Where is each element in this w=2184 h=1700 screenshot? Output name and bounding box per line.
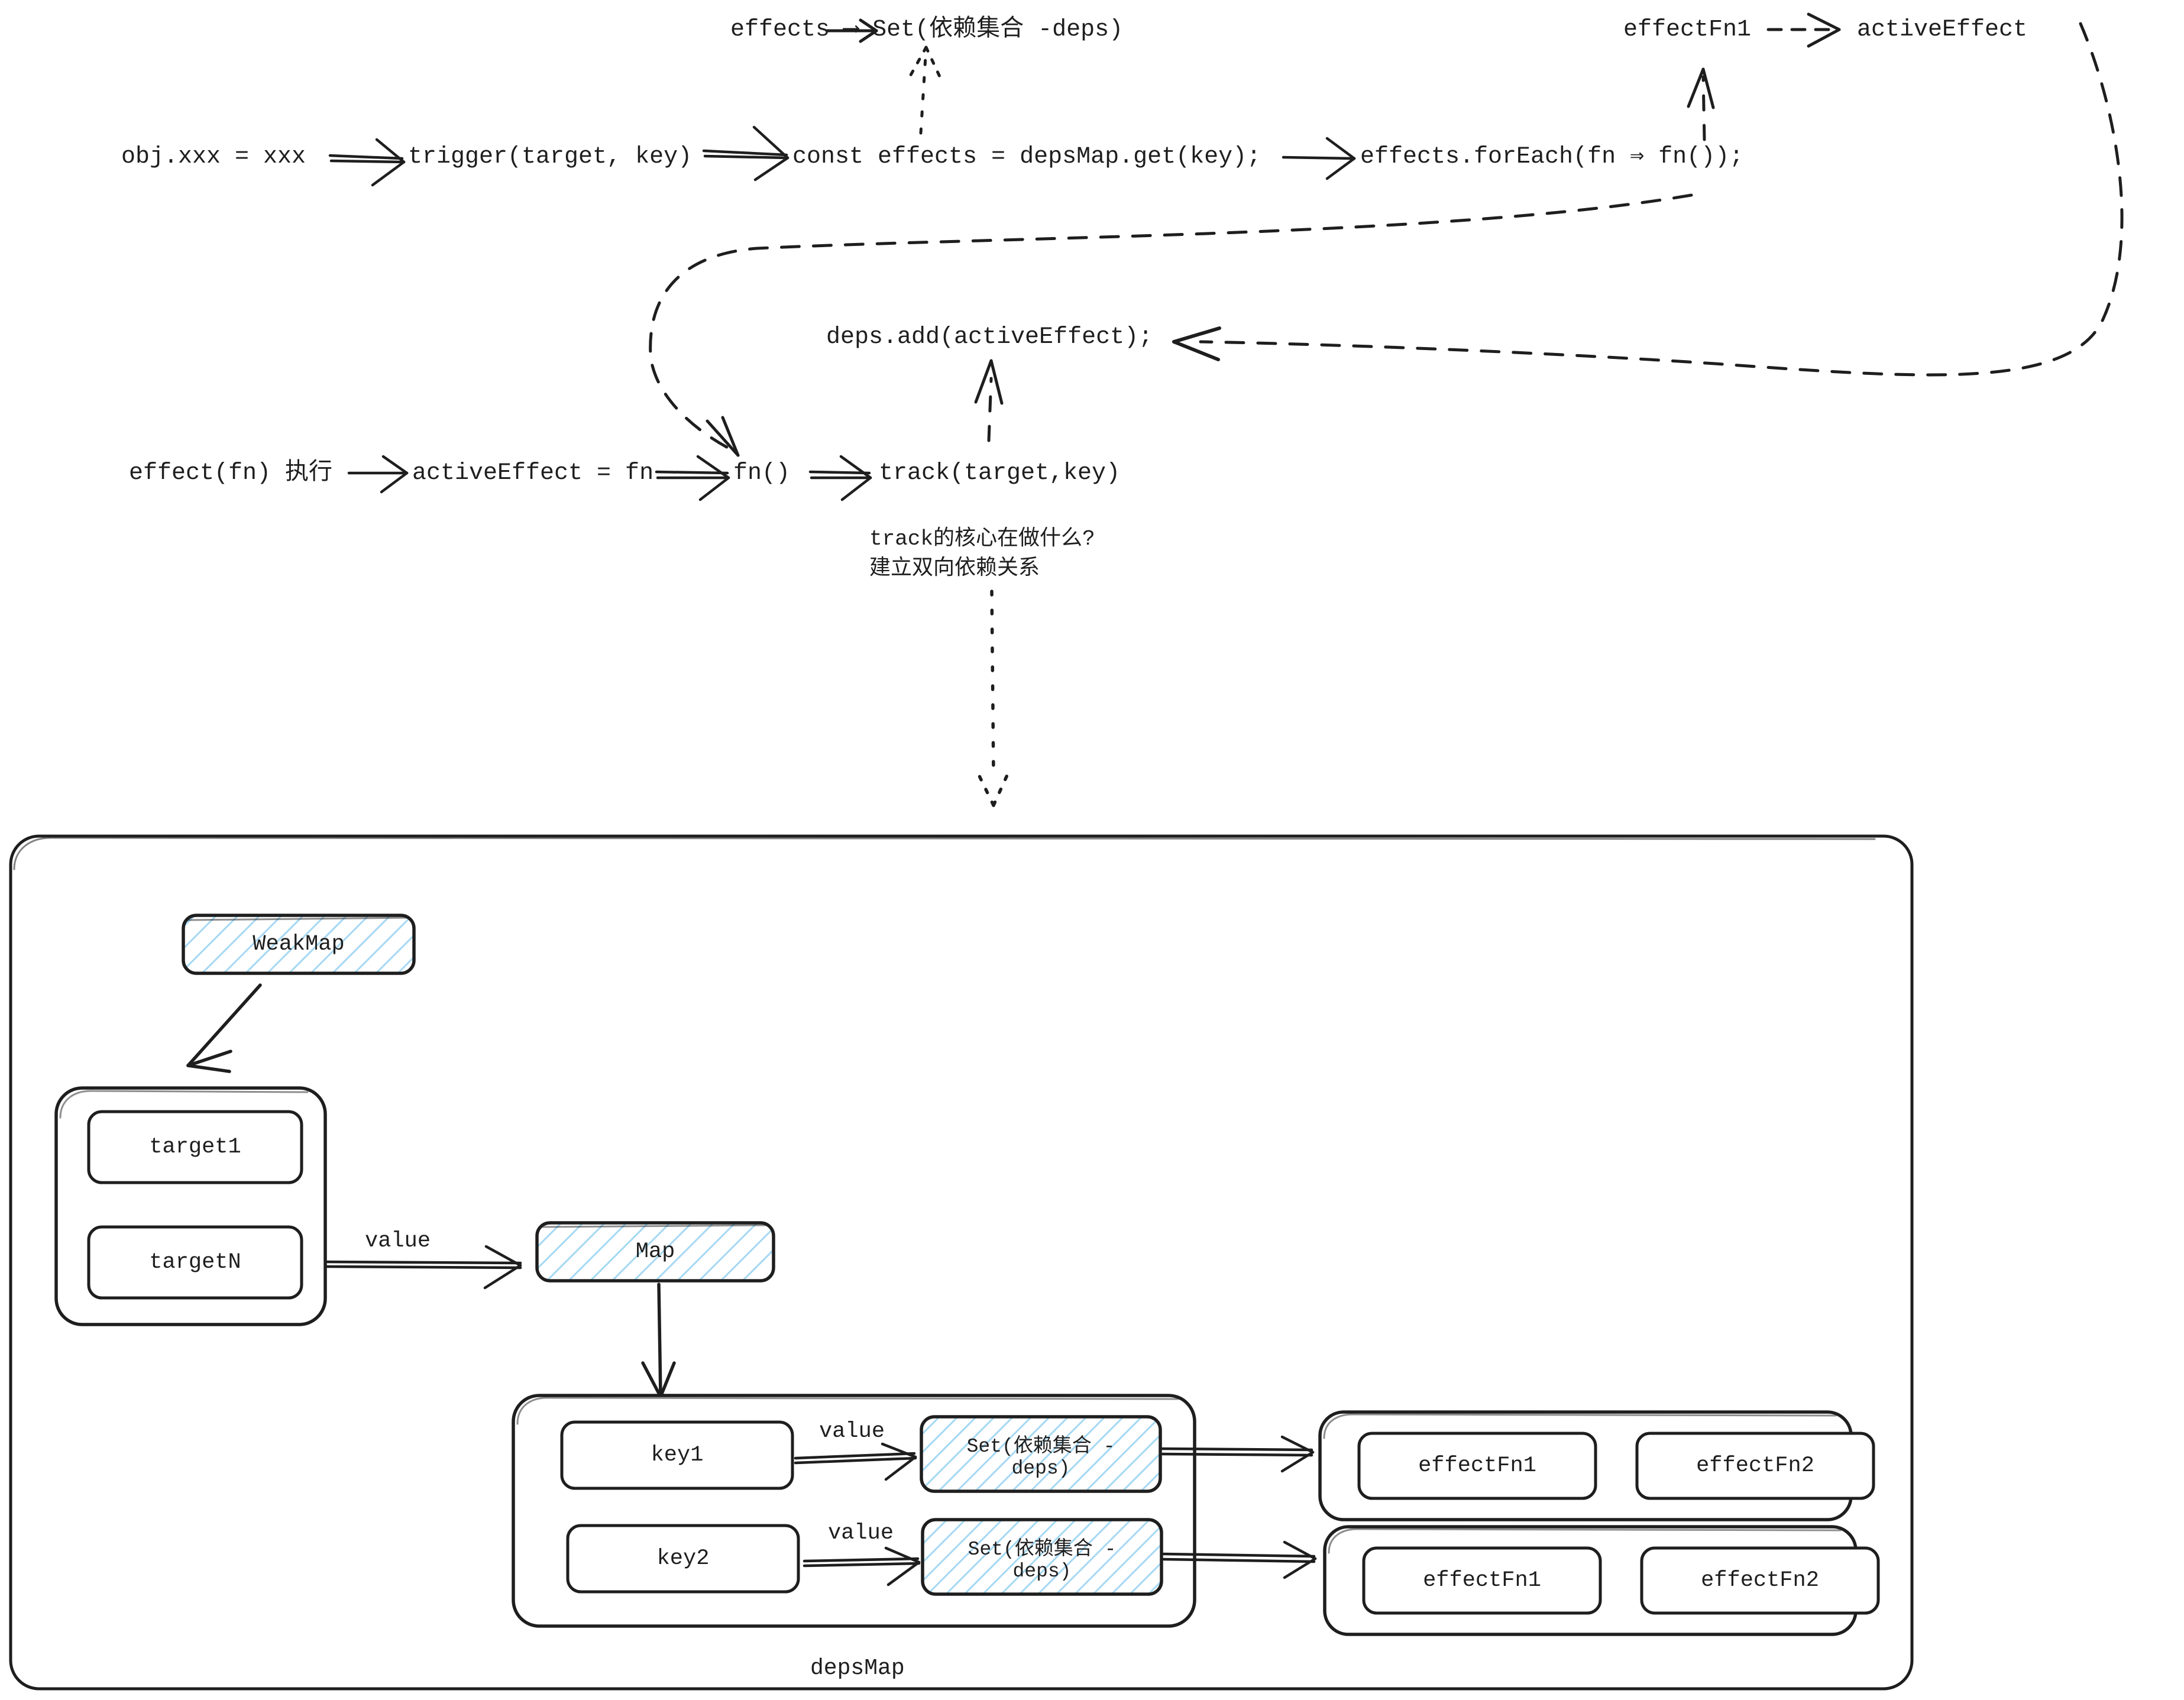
note-effectfn1: effectFn1 bbox=[1623, 17, 1752, 43]
arrowhead-foreach-to-fn bbox=[706, 416, 740, 457]
step-effect-exec: effect(fn) 执行 bbox=[129, 460, 333, 487]
edge-label-value-target: value bbox=[365, 1229, 431, 1254]
arrow-targetn-to-map bbox=[325, 1245, 522, 1290]
dashed-curve-foreach-to-fn bbox=[649, 193, 1693, 451]
note-track-question: track的核心在做什么? bbox=[869, 527, 1095, 551]
dashed-arrow-track-to-depsadd bbox=[987, 377, 993, 442]
arrow-key2-to-set2 bbox=[803, 1546, 921, 1586]
arrowhead-foreach-to-effectfn1 bbox=[1687, 67, 1715, 109]
node-map-rect bbox=[535, 1221, 775, 1283]
dotted-arrow-effects-legend bbox=[919, 46, 928, 135]
step-effects-foreach: effects.forEach(fn ⇒ fn()); bbox=[1360, 144, 1744, 170]
edge-label-value-key2: value bbox=[828, 1521, 894, 1546]
arrow-map-to-depsmap bbox=[641, 1283, 676, 1398]
note-activeeffect: activeEffect bbox=[1857, 17, 2028, 43]
node-targetN-rect bbox=[87, 1225, 303, 1300]
node-key1-rect bbox=[560, 1420, 794, 1490]
arrow-effects-to-set bbox=[826, 18, 878, 43]
note-track-answer: 建立双向依赖关系 bbox=[869, 556, 1040, 581]
node-set1-rect bbox=[920, 1415, 1162, 1493]
arrow-trigger-to-consteffects bbox=[702, 125, 790, 182]
arrowhead-depsadd-left bbox=[1172, 326, 1221, 361]
dotted-arrowhead-note-to-structure bbox=[974, 767, 1012, 807]
step-obj-assign: obj.xxx = xxx bbox=[121, 144, 306, 170]
step-trigger: trigger(target, key) bbox=[408, 144, 693, 170]
arrow-set1-to-effectgroup1 bbox=[1161, 1435, 1315, 1473]
step-track-call: track(target,key) bbox=[879, 460, 1121, 487]
edge-label-value-key1: value bbox=[819, 1419, 885, 1444]
arrow-obj-to-trigger bbox=[328, 138, 406, 187]
arrow-key1-to-set1 bbox=[794, 1442, 917, 1481]
node-target1-rect bbox=[87, 1110, 303, 1184]
node-key2-rect bbox=[566, 1524, 800, 1594]
step-const-effects: const effects = depsMap.get(key); bbox=[792, 144, 1261, 170]
arrow-consteffects-to-foreach bbox=[1282, 137, 1356, 180]
node-weakmap-rect bbox=[182, 914, 416, 975]
step-fn-call: fn() bbox=[733, 460, 791, 487]
node-effectfn2-b-rect bbox=[1640, 1546, 1880, 1615]
arrow-set2-to-effectgroup2 bbox=[1162, 1540, 1317, 1579]
arrow-weakmap-to-targets bbox=[186, 983, 262, 1073]
dashed-curve-activeeffect-to-depsadd bbox=[1199, 22, 2124, 377]
arrowhead-track-to-depsadd bbox=[974, 359, 1004, 405]
node-set2-rect bbox=[921, 1518, 1163, 1596]
arrow-fn-to-track bbox=[808, 455, 872, 501]
step-deps-add: deps.add(activeEffect); bbox=[826, 324, 1153, 351]
step-activeeffect-assign: activeEffect = fn bbox=[412, 460, 654, 487]
arrow-effect-to-activeeffect bbox=[347, 455, 409, 494]
dotted-arrowhead-effects-legend bbox=[907, 46, 943, 82]
node-effectfn2-a-rect bbox=[1635, 1432, 1875, 1500]
node-effectfn1-b-rect bbox=[1362, 1546, 1602, 1615]
node-effectfn1-a-rect bbox=[1357, 1432, 1597, 1500]
caption-depsmap: depsMap bbox=[810, 1656, 905, 1681]
arrow-activeeffect-to-fn bbox=[655, 455, 730, 501]
dashed-arrow-foreach-to-effectfn1 bbox=[1701, 75, 1706, 141]
dotted-arrow-note-to-structure bbox=[990, 590, 995, 776]
legend-effects-label: effects ⟶ Set(依赖集合 -deps) bbox=[730, 17, 1124, 43]
arrowhead-effectfn1-activeeffect bbox=[1807, 12, 1841, 48]
